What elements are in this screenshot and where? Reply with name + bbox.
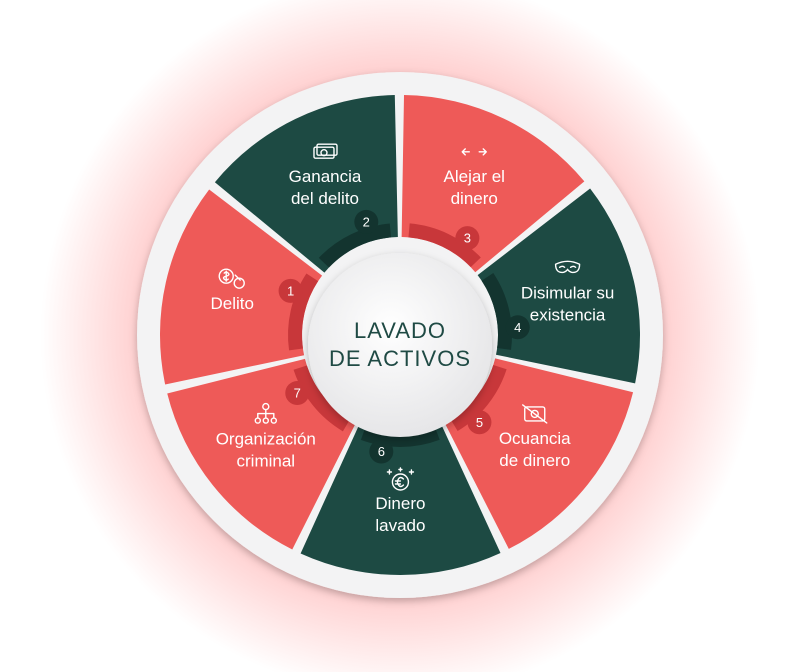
segment-3 [401,95,585,273]
segment-4-inner-band [481,272,512,350]
step-label-line: Ganancia [289,167,362,186]
step-label-7: Organización criminal [216,430,316,471]
segment-1 [160,189,323,385]
segment-7 [167,358,357,550]
step-label-2: Ganancia del delito [289,167,362,208]
step-label-line: criminal [237,452,296,471]
center-circle [308,253,492,437]
segment-2 [214,95,398,273]
step-label-1: Delito [210,294,253,313]
segment-2-inner-band [318,223,392,268]
step-label-line: Organización [216,430,316,449]
sparkling-euro-icon [386,467,415,491]
step-label-line: dinero [451,189,498,208]
segment-5-inner-band [450,364,507,432]
step-number: 7 [294,386,301,401]
organization-network-icon [254,402,277,424]
arrows-left-right-icon [461,148,487,156]
step-label-line: existencia [530,305,606,324]
step-number: 1 [287,283,294,298]
step-label-5: Ocuancia de dinero [499,429,571,470]
banknotes-icon [313,143,338,159]
step-label-3: Alejar el dinero [444,167,505,208]
coins-handcuffs-icon [218,268,245,289]
step-label-line: Dinero [375,494,425,513]
step-badge-5: 5 [467,410,492,435]
segment-5 [444,358,634,549]
segments-layer [160,95,640,575]
step-number: 4 [514,320,521,335]
step-badge-6: 6 [369,439,394,464]
step-badge-4: 4 [505,315,530,340]
step-label-line: lavado [375,516,425,535]
segment-3-inner-band [408,223,481,268]
segment-7-inner-band [293,365,351,432]
step-label-line: Disimular su [521,283,615,302]
labels-layer: Delito Ganancia del delito Alejar el dineroD… [210,143,615,535]
step-label-line: Alejar el [444,167,505,186]
step-number: 6 [378,444,385,459]
segment-6 [300,423,501,575]
step-label-line: de dinero [499,451,570,470]
step-badge-1: 1 [278,278,303,303]
step-badge-7: 7 [285,381,310,406]
step-badge-3: 3 [455,226,480,251]
step-number: 2 [363,214,370,229]
step-number: 5 [476,415,483,430]
center-title-line1: LAVADO [354,318,446,343]
mask-icon [554,260,581,274]
step-badge-2: 2 [354,209,379,234]
hidden-money-icon [522,404,548,424]
segment-1-inner-band [288,273,319,351]
step-label-6: Dinero lavado [375,494,425,535]
step-label-line: del delito [291,189,359,208]
badges-layer: 1 2 3 4 5 6 7 [278,209,530,464]
step-number: 3 [464,231,471,246]
step-label-4: Disimular su existencia [521,283,615,324]
step-label-line: Ocuancia [499,429,571,448]
center-title-line2: DE ACTIVOS [329,346,471,371]
step-label-line: Delito [210,294,253,313]
